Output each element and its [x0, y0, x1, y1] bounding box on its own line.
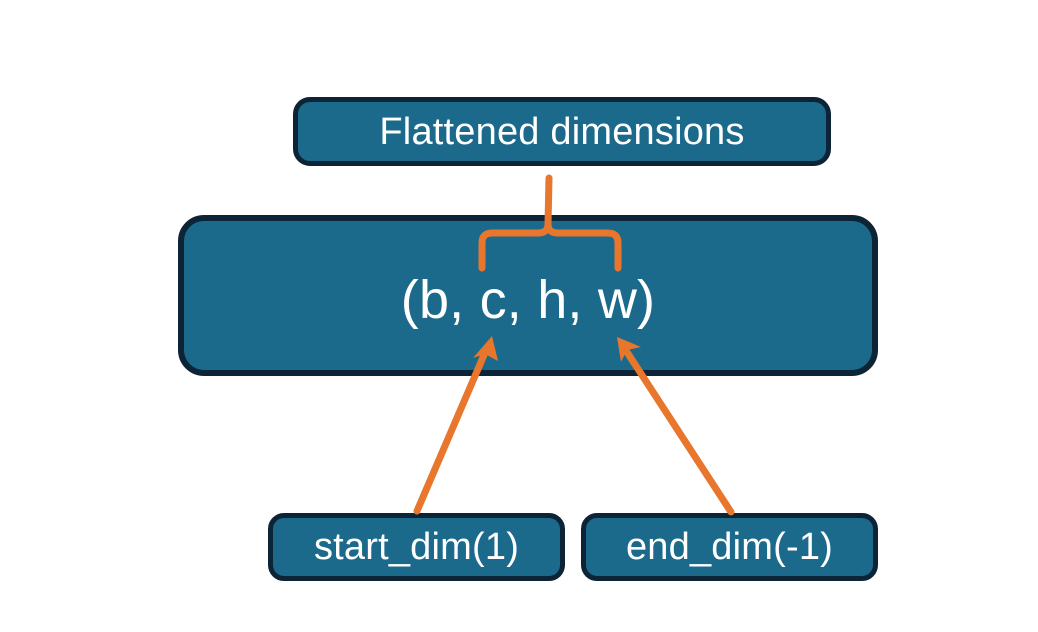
flattened-dimensions-label: Flattened dimensions — [379, 110, 745, 153]
tensor-shape-label: (b, c, h, w) — [400, 269, 656, 330]
tensor-shape-box: (b, c, h, w) — [178, 215, 878, 376]
flattened-dimensions-box: Flattened dimensions — [293, 97, 831, 166]
end-dim-box: end_dim(-1) — [581, 513, 878, 581]
start-dim-box: start_dim(1) — [268, 513, 565, 581]
end-dim-label: end_dim(-1) — [625, 526, 834, 568]
start-dim-label: start_dim(1) — [313, 526, 520, 568]
